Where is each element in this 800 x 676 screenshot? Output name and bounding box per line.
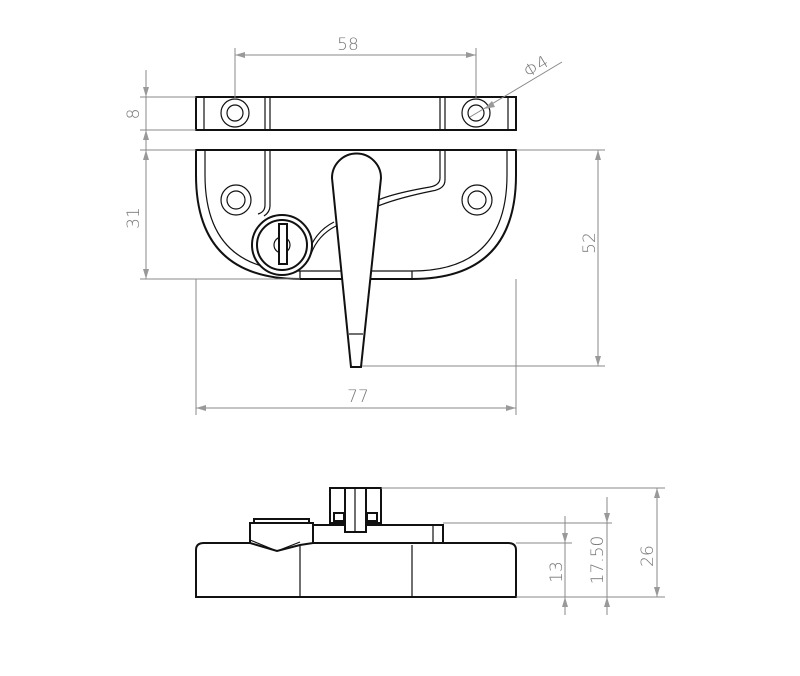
dim-8-label: 8 (124, 109, 144, 120)
dimension-body-depth: 31 (124, 149, 300, 280)
mount-hole-right (461, 184, 493, 216)
keeper-plate (195, 96, 517, 131)
dimension-body-height: 17.50 (443, 497, 612, 615)
dim-26-label: 26 (638, 545, 658, 567)
dim-52-label: 52 (580, 232, 600, 254)
dimension-overall-height: 26 (381, 487, 665, 597)
dim-phi4-label: Φ4 (520, 52, 552, 82)
dim-31-label: 31 (124, 207, 144, 229)
dim-58-label: 58 (337, 35, 359, 55)
latch-lever (330, 152, 383, 368)
dimension-overall-depth: 52 (362, 149, 605, 367)
dim-17-50-label: 17.50 (588, 536, 608, 585)
side-body-block (312, 524, 444, 544)
side-view (195, 487, 517, 598)
dim-77-label: 77 (347, 387, 369, 407)
dimension-keeper-height: 8 (124, 70, 196, 150)
side-lock-knob (249, 522, 314, 553)
dimension-base-height: 13 (516, 516, 665, 615)
latch-body (195, 149, 517, 368)
key-lock-cylinder (251, 214, 313, 276)
side-lever (329, 487, 382, 533)
key-slot-icon (278, 223, 288, 265)
dimension-hole-spacing: 58 (234, 35, 477, 99)
dim-13-label: 13 (547, 561, 567, 583)
dimension-overall-width: 77 (195, 279, 517, 415)
mount-hole-left (220, 184, 252, 216)
